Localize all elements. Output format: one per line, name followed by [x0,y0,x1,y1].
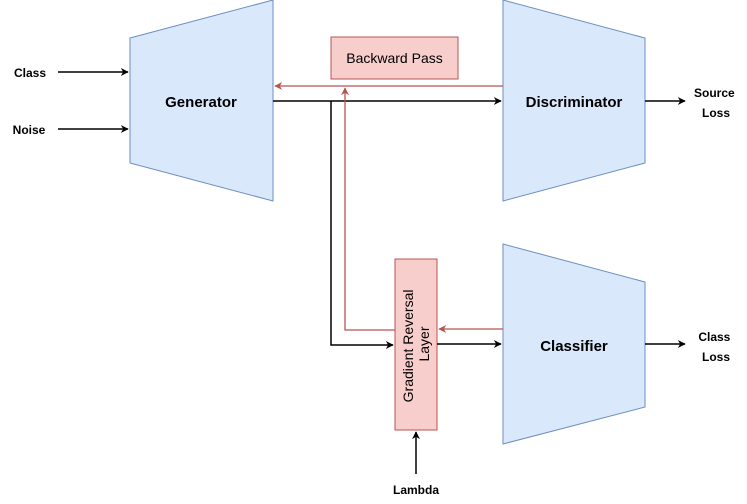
classifier-block [502,243,646,445]
discriminator-label: Discriminator [526,94,623,111]
lambda-input-label: Lambda [393,483,439,497]
gradient-reversal-layer-box [394,258,438,431]
classifier-label: Classifier [540,338,608,355]
class-loss-label-line1: Class [698,330,730,344]
source-loss-label-line1: Source [694,86,735,100]
noise-input-label: Noise [13,123,46,137]
gradient-reversal-label-line2: Layer [416,326,432,361]
gradient-reversal-label: Gradient Reversal Layer [400,286,432,403]
gradient-reversal-label-line1: Gradient Reversal [400,290,416,403]
class-loss-label: Class Loss [698,330,733,364]
backward-pass-box [330,36,459,80]
source-loss-label: Source Loss [694,86,738,120]
class-input-label: Class [14,66,46,80]
generator-block [129,0,274,202]
source-loss-label-line2: Loss [702,106,730,120]
class-loss-label-line2: Loss [702,350,730,364]
generator-label: Generator [165,94,237,111]
backward-pass-label: Backward Pass [346,50,442,66]
discriminator-block [502,0,646,202]
gradient-reversal-backward-arrow [341,87,395,331]
generator-to-gradient-reversal-arrow [330,101,394,349]
